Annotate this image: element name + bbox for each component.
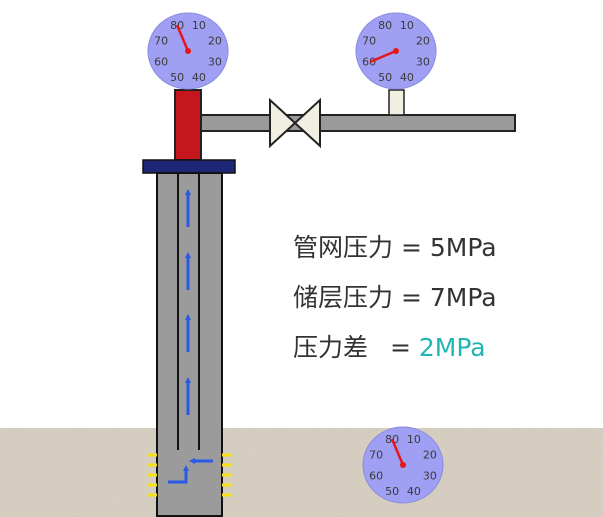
pipe-pressure-eq: = — [400, 233, 422, 262]
reservoir-pressure-label: 储层压力 — [293, 283, 394, 312]
gauge-hub — [185, 48, 191, 54]
gauge-tick-label: 10 — [192, 19, 206, 32]
gauge-tick-label: 40 — [407, 485, 421, 498]
gauge-stem — [388, 89, 405, 116]
reservoir-pressure-eq: = — [400, 283, 422, 312]
gauge-tick-label: 40 — [192, 71, 206, 84]
gauge-tick-label: 70 — [369, 449, 383, 462]
difference-line: 压力差 = 2MPa — [293, 328, 486, 364]
wellhead — [174, 89, 202, 161]
gauge-tick-label: 80 — [378, 19, 392, 32]
gauge-tick-label: 30 — [416, 56, 430, 69]
gauge-tick-label: 30 — [208, 56, 222, 69]
gauge-tick-label: 50 — [378, 71, 392, 84]
reservoir-pressure-line: 储层压力 = 7MPa — [293, 278, 497, 314]
gauge-tick-label: 20 — [423, 449, 437, 462]
gauge-tick-label: 60 — [154, 56, 168, 69]
pipe-pressure-line: 管网压力 = 5MPa — [293, 228, 497, 264]
difference-value: 2MPa — [418, 333, 486, 362]
gauge-needle — [391, 438, 405, 467]
perforations-left — [147, 453, 157, 497]
gauge-tick-label: 20 — [208, 35, 222, 48]
gauge-tick-label: 60 — [369, 470, 383, 483]
pipe-pressure-label: 管网压力 — [293, 233, 394, 262]
reservoir-pressure-value: 7MPa — [429, 283, 497, 312]
gauge-hub — [393, 48, 399, 54]
gauge-tick-label: 50 — [170, 71, 184, 84]
gauge-tick-label: 10 — [407, 433, 421, 446]
difference-label: 压力差 — [293, 333, 369, 362]
valve-icon[interactable] — [269, 97, 321, 149]
difference-eq: = — [389, 333, 411, 362]
ground — [0, 428, 603, 517]
gauge-tick-label: 40 — [400, 71, 414, 84]
flow-arrows — [168, 189, 213, 484]
surface-pipe — [199, 114, 516, 132]
flow-arrow-inlet-left — [168, 465, 189, 484]
gauge-tick-label: 60 — [362, 56, 376, 69]
perforations-right — [222, 453, 232, 497]
flange — [142, 159, 236, 174]
gauge-tick-label: 50 — [385, 485, 399, 498]
gauge-tick-label: 70 — [154, 35, 168, 48]
gauge-tick-label: 20 — [416, 35, 430, 48]
pipe-pressure-value: 5MPa — [429, 233, 497, 262]
gauge-hub — [400, 462, 406, 468]
gauge-needle — [369, 49, 398, 63]
gauge-needle — [176, 24, 190, 53]
gauge-tick-label: 10 — [400, 19, 414, 32]
gauge-tick-label: 70 — [362, 35, 376, 48]
gauge-tick-label: 30 — [423, 470, 437, 483]
